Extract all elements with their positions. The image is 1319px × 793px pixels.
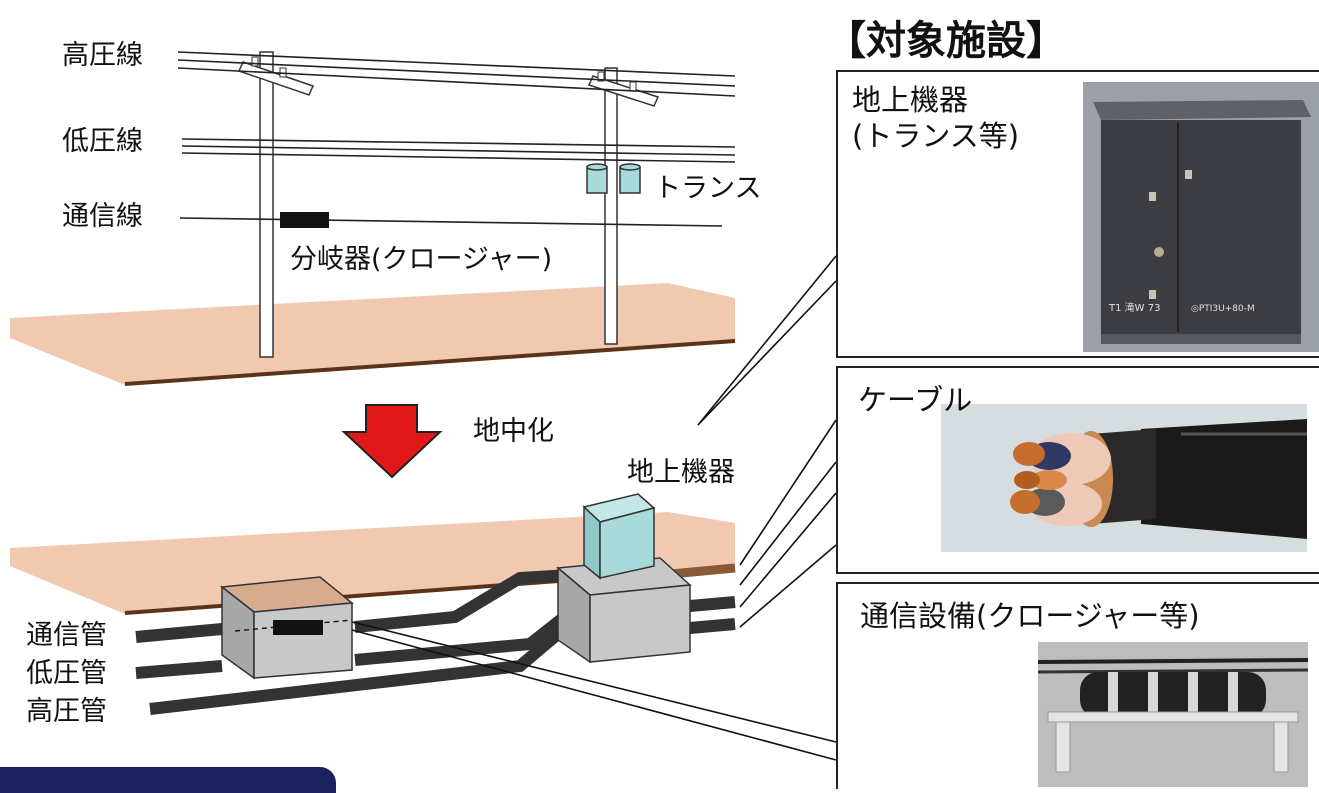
target-facilities-title: 【対象施設】 — [826, 18, 1066, 64]
ground-equipment-icon — [582, 493, 656, 580]
right-pipe-middle — [689, 618, 736, 634]
utility-pole-right — [604, 67, 618, 345]
transformer-cabinet-photo-icon: T1 滝W 73 ◎PTI3U+80-M — [1083, 82, 1319, 352]
high-voltage-pipe — [149, 623, 569, 715]
bottom-nav-bar — [0, 767, 336, 793]
handhole-box-left — [220, 576, 354, 680]
cabinet-plate-right-text: ◎PTI3U+80-M — [1191, 304, 1255, 314]
comm-pipe — [135, 623, 223, 643]
handhole-box-right — [556, 557, 692, 664]
label-comm-pipe: 通信管 — [26, 620, 107, 651]
label-closure: 分岐器(クロージャー) — [290, 244, 553, 275]
label-low-voltage-line: 低圧線 — [62, 126, 143, 157]
telecom-closure-photo-icon — [1038, 642, 1308, 787]
callout-lines — [351, 255, 837, 761]
communication-wire — [179, 217, 723, 227]
underground-closure — [273, 620, 323, 635]
label-high-voltage-pipe: 高圧管 — [26, 696, 107, 727]
panel-cable-label: ケーブル — [858, 383, 973, 417]
arrow-down-icon — [341, 404, 443, 479]
utility-pole-left — [259, 51, 274, 358]
connecting-pipe-upper — [354, 569, 571, 633]
power-cable-photo-icon — [941, 404, 1307, 552]
low-voltage-wires — [181, 138, 736, 163]
panel-cable: ケーブル — [836, 366, 1319, 574]
pole-transformer-icon — [586, 163, 641, 194]
label-transformer: トランス — [654, 173, 762, 204]
underground-pipes — [135, 563, 736, 715]
panel-comm-equipment-label: 通信設備(クロージャー等) — [860, 599, 1200, 633]
panel-ground-equipment: 地上機器 (トランス等) T1 滝W 73 ◎PTI3U+80-M — [836, 70, 1319, 358]
cabinet-plate-left-text: T1 滝W 73 — [1108, 302, 1160, 314]
label-undergrounding: 地中化 — [473, 416, 554, 447]
panel-comm-equipment: 通信設備(クロージャー等) — [836, 582, 1319, 789]
low-voltage-pipe — [135, 660, 223, 679]
label-comm-line: 通信線 — [62, 201, 143, 232]
high-voltage-wires — [177, 51, 736, 97]
connecting-pipe-lower — [354, 613, 567, 666]
overhead-closure — [280, 212, 329, 228]
label-high-voltage-line: 高圧線 — [62, 40, 143, 71]
lower-ground — [10, 512, 735, 614]
label-low-voltage-pipe: 低圧管 — [26, 658, 107, 689]
right-pipe-upper — [689, 596, 736, 612]
label-ground-equipment: 地上機器 — [627, 457, 735, 488]
panel-ground-equipment-label: 地上機器 (トランス等) — [852, 83, 1020, 154]
upper-ground — [10, 283, 735, 385]
upper-ground-edge — [124, 339, 736, 386]
